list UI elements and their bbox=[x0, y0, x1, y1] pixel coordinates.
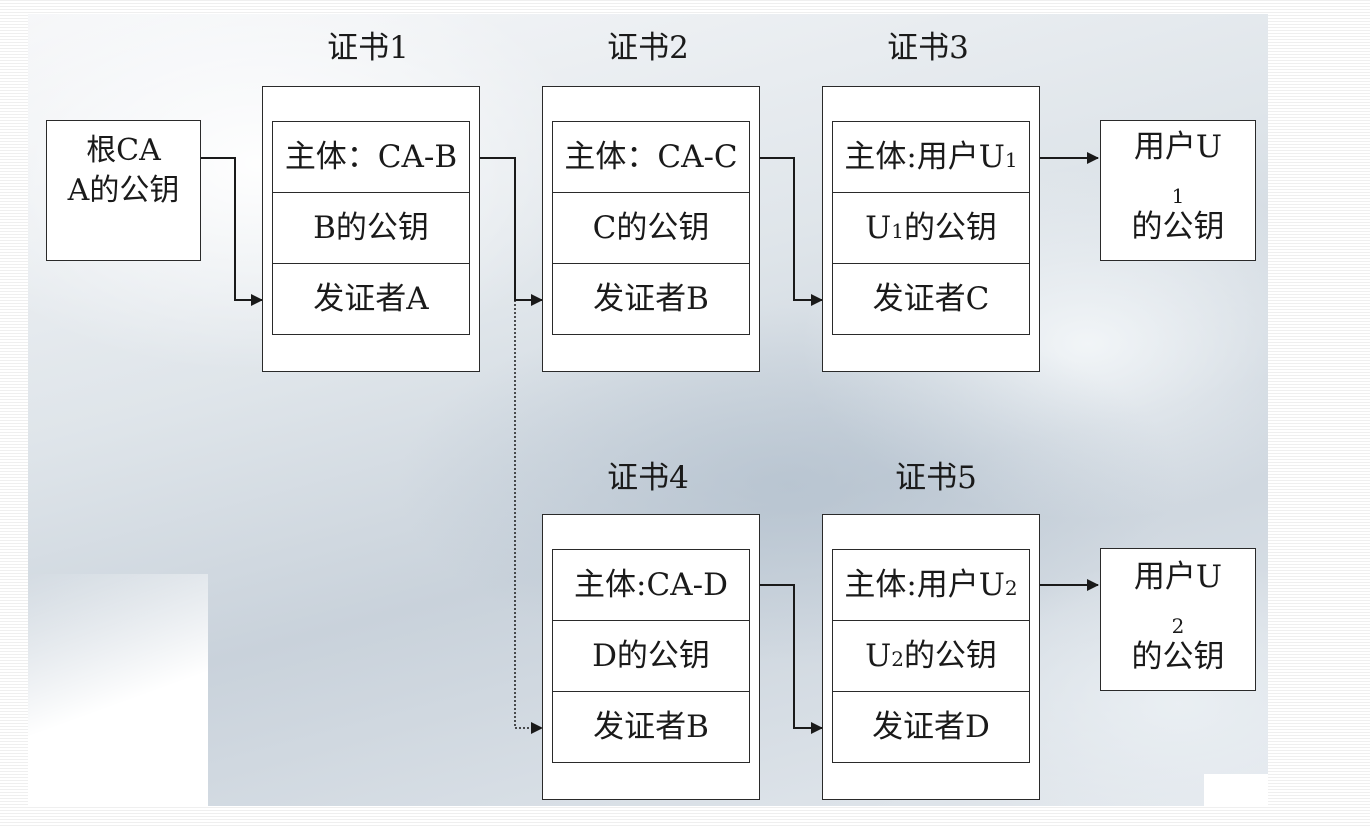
edge-cert1-to-cert4-dotted bbox=[514, 300, 543, 734]
cert3-key-prefix: U bbox=[865, 209, 892, 246]
cert2-box: 主体：CA-C C的公钥 发证者B bbox=[542, 86, 760, 372]
cert3-key-suffix: 的公钥 bbox=[903, 209, 997, 246]
user2-key-subscript: 2 bbox=[1171, 614, 1185, 638]
cert5-subject-text: 主体:用户U bbox=[844, 566, 1005, 603]
user2-key-line2: 的公钥 bbox=[1131, 639, 1225, 675]
edge-cert1-to-cert2 bbox=[471, 157, 543, 306]
cert1-title: 证书1 bbox=[327, 30, 409, 66]
user1-key-box: 用户U 1 的公钥 bbox=[1100, 120, 1256, 261]
cert3-issuer: 发证者C bbox=[832, 263, 1030, 335]
root-ca-label: 根CA bbox=[86, 133, 161, 168]
edge-cert4-to-cert5 bbox=[752, 584, 823, 734]
cert2-title: 证书2 bbox=[607, 30, 689, 66]
user1-key-prefix: 用户U bbox=[1133, 129, 1223, 165]
user2-key-prefix: 用户U bbox=[1133, 559, 1223, 595]
user1-key-line2: 的公钥 bbox=[1131, 209, 1225, 245]
edge-root-to-cert1 bbox=[201, 157, 263, 306]
cert1-subject: 主体：CA-B bbox=[272, 121, 470, 193]
cert3-title: 证书3 bbox=[887, 30, 969, 66]
cert4-subject: 主体:CA-D bbox=[552, 549, 750, 621]
cert2-subject: 主体：CA-C bbox=[552, 121, 750, 193]
cert1-public-key: B的公钥 bbox=[272, 192, 470, 264]
cert4-box: 主体:CA-D D的公钥 发证者B bbox=[542, 514, 760, 800]
user1-key-subscript: 1 bbox=[1171, 184, 1185, 208]
cert5-key-suffix: 的公钥 bbox=[903, 637, 997, 674]
cert2-public-key: C的公钥 bbox=[552, 192, 750, 264]
cert4-title: 证书4 bbox=[607, 460, 689, 496]
cert5-title: 证书5 bbox=[895, 460, 977, 496]
cert1-issuer: 发证者A bbox=[272, 263, 470, 335]
cert5-key-prefix: U bbox=[865, 637, 892, 674]
user1-key-line1: 用户U 1 bbox=[1101, 127, 1255, 207]
cert4-public-key: D的公钥 bbox=[552, 620, 750, 692]
cert5-issuer: 发证者D bbox=[832, 691, 1030, 763]
edge-cert2-to-cert3 bbox=[752, 157, 823, 306]
user2-key-box: 用户U 2 的公钥 bbox=[1100, 548, 1256, 691]
cert4-issuer: 发证者B bbox=[552, 691, 750, 763]
cert2-issuer: 发证者B bbox=[552, 263, 750, 335]
cert3-subject-text: 主体:用户U bbox=[844, 138, 1005, 175]
root-ca-key-label: A的公钥 bbox=[67, 173, 180, 208]
cert1-box: 主体：CA-B B的公钥 发证者A bbox=[262, 86, 480, 372]
root-ca-box: 根CA A的公钥 bbox=[46, 120, 201, 261]
user2-key-line1: 用户U 2 bbox=[1101, 557, 1255, 637]
